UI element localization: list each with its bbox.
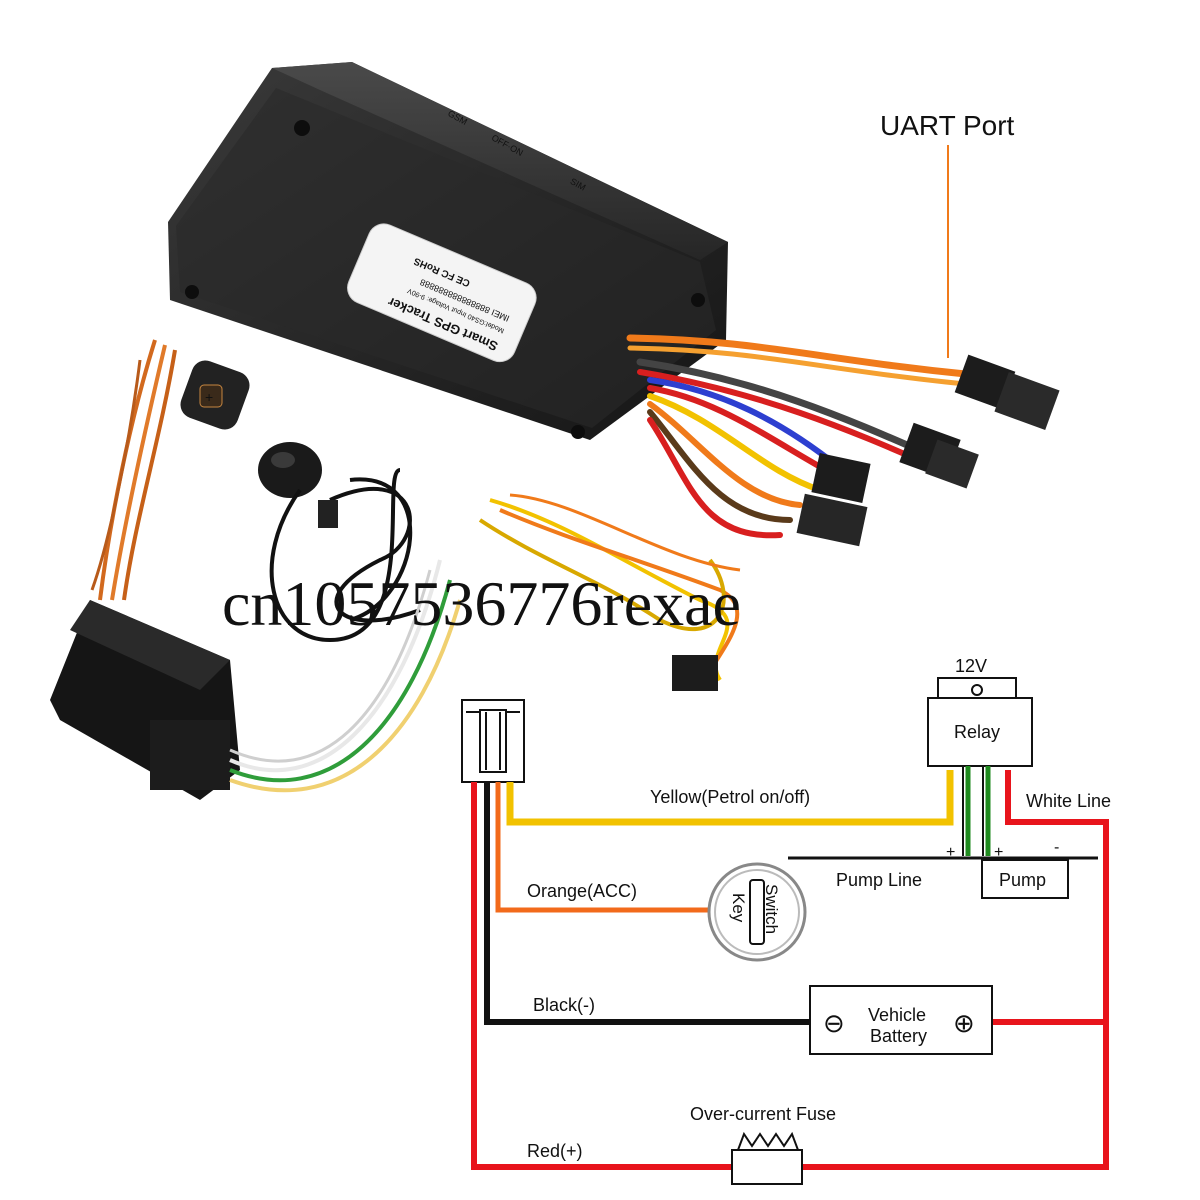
over-current-fuse	[731, 1131, 803, 1185]
relay-module	[50, 559, 462, 800]
battery-label-2: Battery	[870, 1026, 927, 1046]
uart-callout: UART Port	[880, 110, 1015, 358]
main-wire-harness	[626, 334, 979, 539]
key-switch	[707, 862, 807, 962]
tracker-plug	[461, 699, 525, 783]
battery-minus-icon: ⊖	[823, 1008, 845, 1038]
pump-plus: +	[994, 844, 1003, 861]
key-switch-switch-label: Switch	[762, 884, 781, 934]
battery-label-1: Vehicle	[868, 1005, 926, 1025]
gps-antenna-cable	[258, 442, 421, 643]
relay-label: Relay	[954, 722, 1000, 742]
extension-harness	[478, 493, 741, 691]
schematic-labels: 12V Relay Yellow(Petrol on/off) White Li…	[527, 656, 1111, 1161]
black-wire	[484, 782, 810, 1025]
red-wire	[471, 782, 732, 1170]
vehicle-battery-box	[809, 985, 993, 1055]
relay-voltage-label: 12V	[955, 656, 987, 676]
pump-line-label: Pump Line	[836, 870, 922, 890]
red-wire-right	[802, 770, 1109, 1170]
pump-minus: -	[1054, 839, 1059, 856]
key-switch-key-label: Key	[729, 893, 748, 923]
sos-button-cable: +	[90, 339, 250, 601]
watermark-text: cn1057536776rexae	[222, 568, 741, 639]
gps-tracker-device: GSM OFF·ON SIM Smart GPS Tracker Model:G…	[168, 62, 728, 440]
pump-line-plus: +	[946, 844, 955, 861]
uart-port-label: UART Port	[880, 110, 1015, 141]
relay-box	[927, 677, 1033, 767]
svg-text:+: +	[205, 389, 213, 405]
relay-connector	[899, 422, 979, 489]
orange-wire	[495, 782, 712, 913]
white-line-label: White Line	[1026, 791, 1111, 811]
yellow-wire-label: Yellow(Petrol on/off)	[650, 787, 810, 807]
yellow-wire	[506, 770, 954, 826]
black-wire-label: Black(-)	[533, 995, 595, 1015]
pump-label: Pump	[999, 870, 1046, 890]
wiring-schematic	[461, 677, 1109, 1185]
power-connector	[796, 453, 871, 547]
red-wire-label: Red(+)	[527, 1141, 583, 1161]
fuse-label: Over-current Fuse	[690, 1104, 836, 1124]
battery-plus-icon: ⊕	[953, 1008, 975, 1038]
orange-wire-label: Orange(ACC)	[527, 881, 637, 901]
pump-box	[981, 859, 1069, 899]
uart-connector	[954, 354, 1060, 430]
